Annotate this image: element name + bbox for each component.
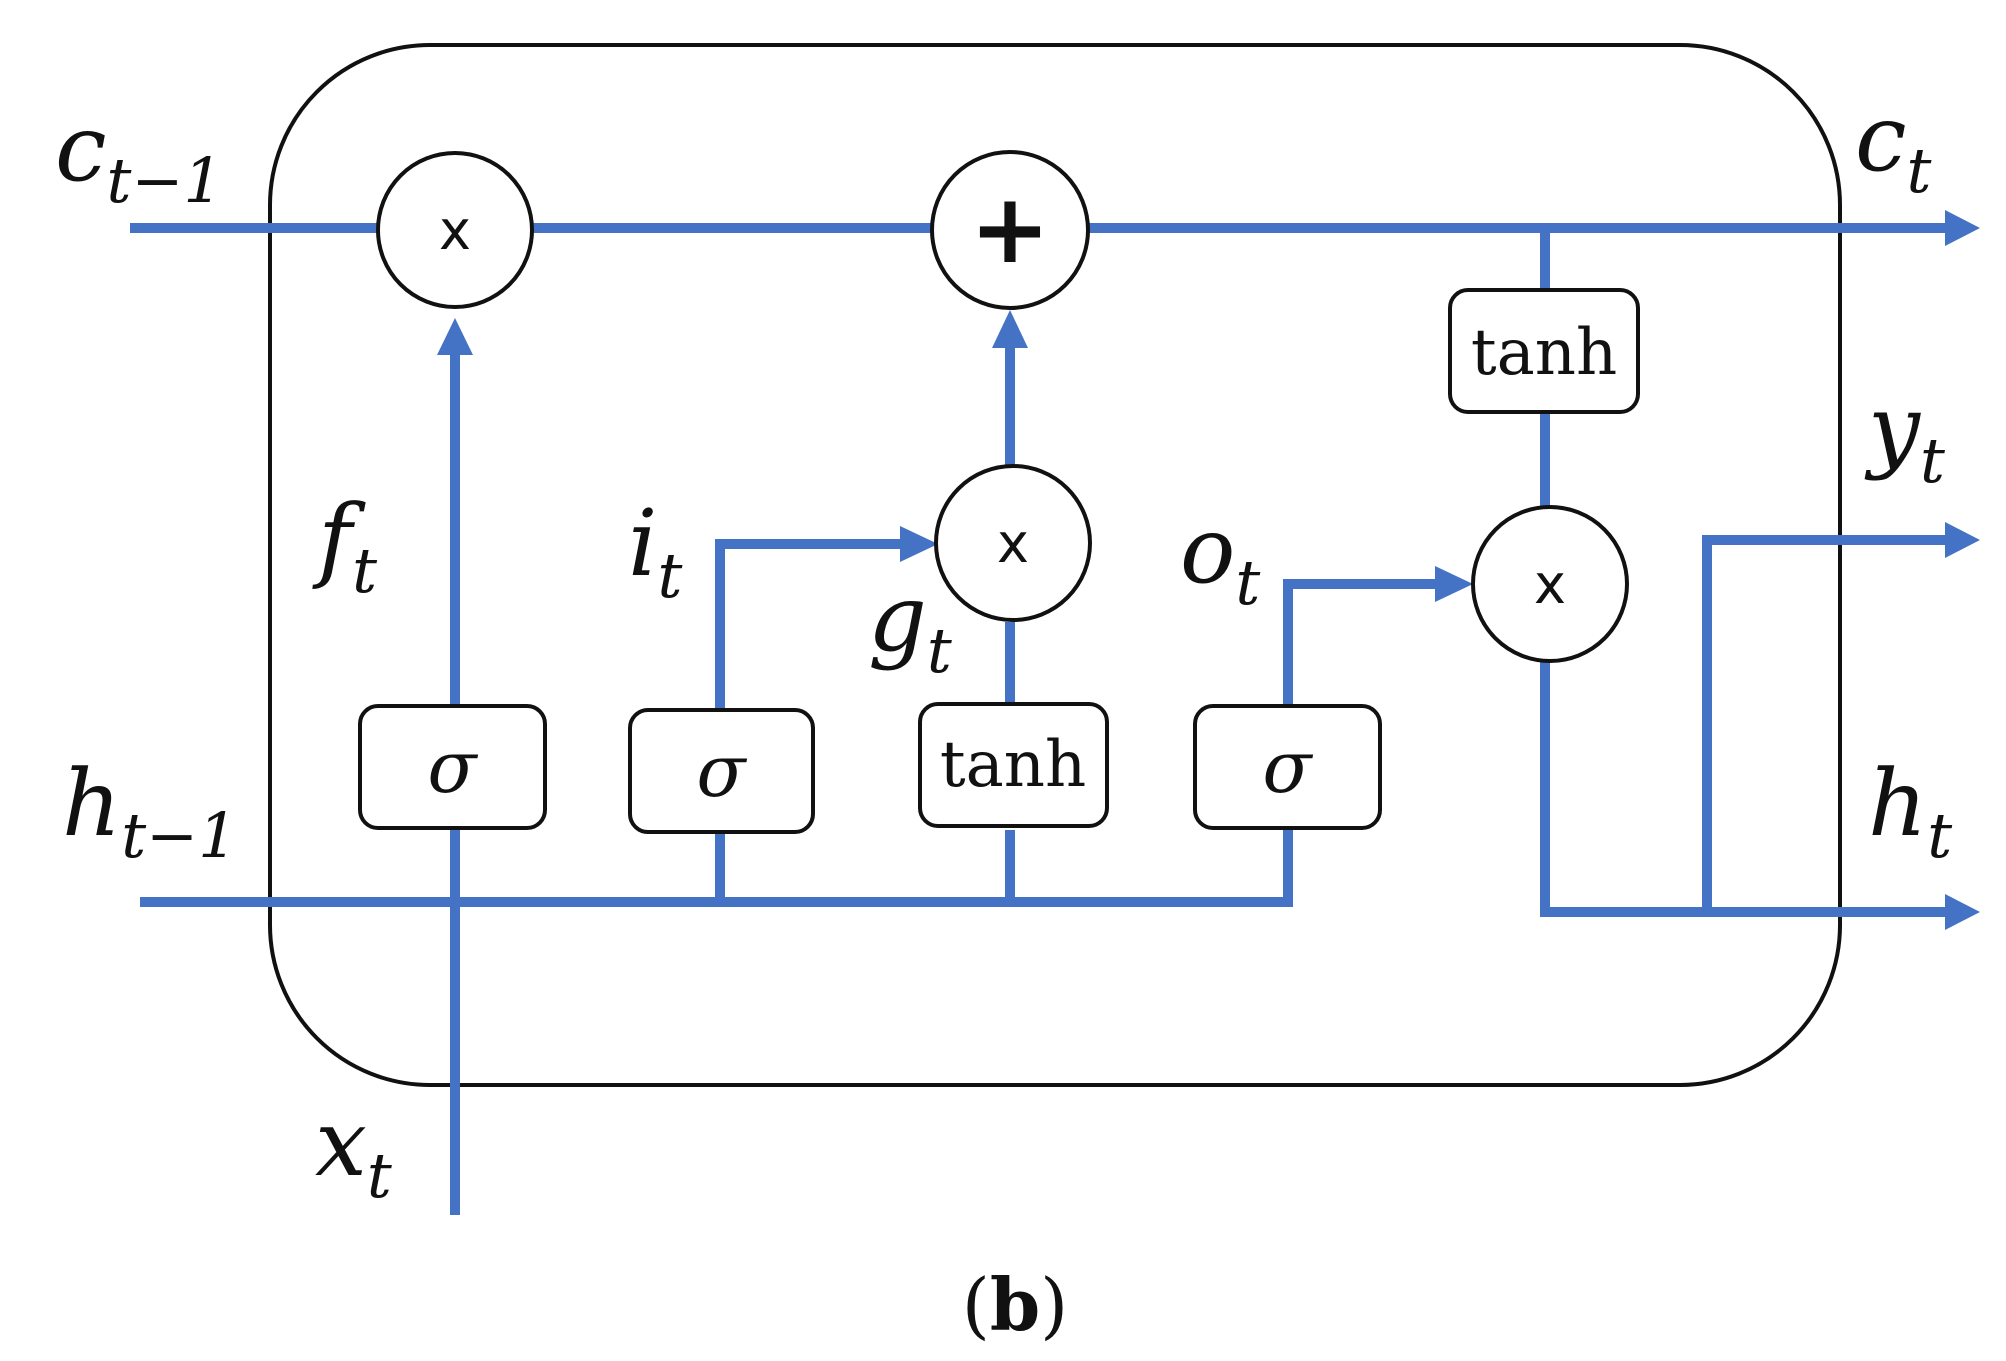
hidden-input-bus <box>140 828 1293 907</box>
output-multiply-node: x <box>1471 505 1629 663</box>
y-output-arrow <box>1945 522 1980 558</box>
label-c-t: ct <box>1855 85 1932 207</box>
output-gate-label: σ <box>1262 725 1313 809</box>
cell-tanh-box: tanh <box>1448 288 1640 414</box>
input-gate-arrow <box>900 526 938 562</box>
cell-state-arrow <box>1945 210 1980 246</box>
label-h-prev: ht−1 <box>62 750 238 872</box>
candidate-gate-box: tanh <box>918 702 1109 828</box>
input-gate-line <box>715 539 900 710</box>
label-f-t: ft <box>312 485 377 607</box>
hidden-output-arrow <box>1945 894 1980 930</box>
add-symbol: + <box>970 173 1050 285</box>
label-y-t: yt <box>1864 375 1945 497</box>
forget-gate-box: σ <box>358 704 547 830</box>
label-h-t: ht <box>1868 750 1952 872</box>
input-gate-box: σ <box>628 708 815 834</box>
label-i-t: it <box>628 490 682 612</box>
candidate-gate-label: tanh <box>940 728 1086 802</box>
label-x-t: xt <box>315 1090 392 1212</box>
label-c-prev: ct−1 <box>55 95 223 217</box>
input-gate-label: σ <box>696 729 747 813</box>
forget-gate-label: σ <box>427 725 478 809</box>
update-arrow <box>992 310 1028 348</box>
figure-caption: (b) <box>962 1262 1069 1347</box>
output-gate-box: σ <box>1193 704 1382 830</box>
input-multiply-node: x <box>934 464 1092 622</box>
label-g-t: gt <box>868 565 952 687</box>
output-multiply-symbol: x <box>1534 553 1566 616</box>
input-multiply-symbol: x <box>997 512 1029 575</box>
label-o-t: ot <box>1180 497 1260 619</box>
add-node: + <box>930 150 1090 310</box>
forget-multiply-symbol: x <box>439 199 471 262</box>
output-gate-line <box>1283 579 1435 706</box>
forget-multiply-node: x <box>376 151 534 309</box>
cell-tanh-label: tanh <box>1471 316 1617 390</box>
cell-boundary <box>268 43 1842 1087</box>
wires <box>130 210 1980 1215</box>
forget-arrow <box>437 318 473 355</box>
output-gate-arrow <box>1435 566 1473 602</box>
y-output-line <box>1702 535 1945 912</box>
hidden-output-line <box>1540 662 1945 917</box>
